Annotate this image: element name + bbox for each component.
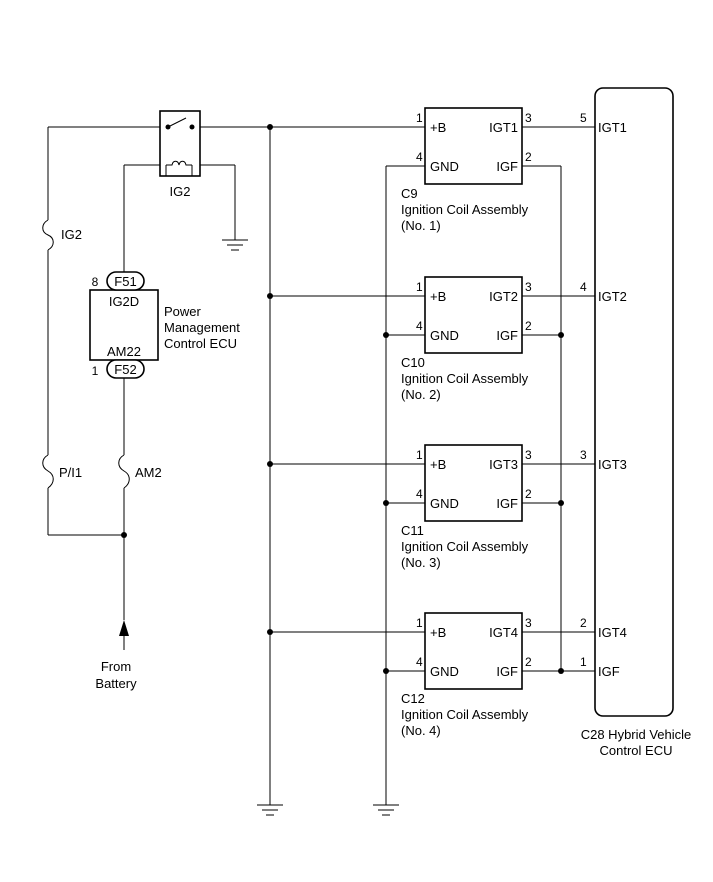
- f52-connector-label: F52: [114, 362, 136, 377]
- coil-name: Ignition Coil Assembly: [401, 202, 529, 217]
- coil-term-igf: IGF: [496, 328, 518, 343]
- ig2-relay: [159, 110, 201, 177]
- coil-pin-b: 1: [416, 616, 423, 630]
- coil-pin-b: 1: [416, 280, 423, 294]
- coil-number: (No. 3): [401, 555, 441, 570]
- coil-term-gnd: GND: [430, 159, 459, 174]
- ignition-coil-2: +B IGT2 GND IGF 1 4 3 2: [416, 276, 532, 354]
- coil-term-b: +B: [430, 289, 446, 304]
- coil-pin-igf: 2: [525, 655, 532, 669]
- f52-pin-number: 1: [92, 364, 99, 378]
- coil-term-b: +B: [430, 457, 446, 472]
- coil-name: Ignition Coil Assembly: [401, 371, 529, 386]
- hv-pin-number: 3: [580, 448, 587, 462]
- fuse-ig2-label: IG2: [61, 227, 82, 242]
- relay-label: IG2: [170, 184, 191, 199]
- hv-pin-label: IGT2: [598, 289, 627, 304]
- ground-icon: [257, 804, 283, 816]
- hv-ecu-name-line1: C28 Hybrid Vehicle: [581, 727, 692, 742]
- hv-pin-label: IGT1: [598, 120, 627, 135]
- coil-code: C9: [401, 186, 418, 201]
- pm-ecu-name-line3: Control ECU: [164, 336, 237, 351]
- hv-pin-number: 2: [580, 616, 587, 630]
- coil-pin-igf: 2: [525, 150, 532, 164]
- hv-pin-label: IGT3: [598, 457, 627, 472]
- fuse-icon: [118, 454, 130, 489]
- ig2d-terminal-label: IG2D: [109, 294, 139, 309]
- hv-pin-number: 1: [580, 655, 587, 669]
- coil-term-igf: IGF: [496, 496, 518, 511]
- coil-pin-igt: 3: [525, 616, 532, 630]
- coil-pin-igf: 2: [525, 487, 532, 501]
- coil-pin-igt: 3: [525, 111, 532, 125]
- coil-term-igf: IGF: [496, 664, 518, 679]
- coil-pin-gnd: 4: [416, 150, 423, 164]
- am22-terminal-label: AM22: [107, 344, 141, 359]
- ignition-coil-3: +B IGT3 GND IGF 1 4 3 2: [416, 444, 532, 522]
- coil-code: C10: [401, 355, 425, 370]
- coil-number: (No. 2): [401, 387, 441, 402]
- coil-term-igt: IGT4: [489, 625, 518, 640]
- hv-pin-label: IGF: [598, 664, 620, 679]
- coil-code: C12: [401, 691, 425, 706]
- coil-number: (No. 4): [401, 723, 441, 738]
- pm-ecu-name-line2: Management: [164, 320, 240, 335]
- battery-label-line1: From: [101, 659, 131, 674]
- battery-arrow-icon: [119, 620, 129, 636]
- fuse-am2-label: AM2: [135, 465, 162, 480]
- coil-code: C11: [401, 523, 424, 538]
- coil-pin-gnd: 4: [416, 487, 423, 501]
- fuse-icon: [42, 219, 54, 251]
- coil-term-b: +B: [430, 120, 446, 135]
- coil-pin-b: 1: [416, 111, 423, 125]
- fuse-icon: [42, 454, 54, 489]
- coil-term-b: +B: [430, 625, 446, 640]
- f51-pin-number: 8: [92, 275, 99, 289]
- hybrid-vehicle-ecu: 5 IGT1 4 IGT2 3 IGT3 2 IGT4 1 IGF: [580, 87, 674, 717]
- coil-pin-igt: 3: [525, 448, 532, 462]
- hv-pin-number: 4: [580, 280, 587, 294]
- pm-ecu-name-line1: Power: [164, 304, 202, 319]
- hv-pin-label: IGT4: [598, 625, 627, 640]
- coil-term-igf: IGF: [496, 159, 518, 174]
- coil-pin-igt: 3: [525, 280, 532, 294]
- coil-term-igt: IGT2: [489, 289, 518, 304]
- ignition-coil-1: +B IGT1 GND IGF 1 4 3 2: [416, 107, 532, 185]
- coil-number: (No. 1): [401, 218, 441, 233]
- coil-term-igt: IGT3: [489, 457, 518, 472]
- power-management-ecu: [89, 271, 159, 379]
- coil-term-gnd: GND: [430, 328, 459, 343]
- junction-dots: [121, 124, 564, 674]
- coil-term-igt: IGT1: [489, 120, 518, 135]
- hv-ecu-name-line2: Control ECU: [600, 743, 673, 758]
- coil-term-gnd: GND: [430, 664, 459, 679]
- coil-name: Ignition Coil Assembly: [401, 539, 529, 554]
- coil-pin-gnd: 4: [416, 319, 423, 333]
- ignition-coil-4: +B IGT4 GND IGF 1 4 3 2: [416, 612, 532, 690]
- coil-name: Ignition Coil Assembly: [401, 707, 529, 722]
- coil-term-gnd: GND: [430, 496, 459, 511]
- battery-label-line2: Battery: [95, 676, 137, 691]
- coil-pin-gnd: 4: [416, 655, 423, 669]
- hv-pin-number: 5: [580, 111, 587, 125]
- ground-icon: [373, 804, 399, 816]
- f51-connector-label: F51: [114, 274, 136, 289]
- coil-pin-igf: 2: [525, 319, 532, 333]
- fuse-pi1-label: P/I1: [59, 465, 82, 480]
- ground-icon: [222, 239, 248, 251]
- coil-pin-b: 1: [416, 448, 423, 462]
